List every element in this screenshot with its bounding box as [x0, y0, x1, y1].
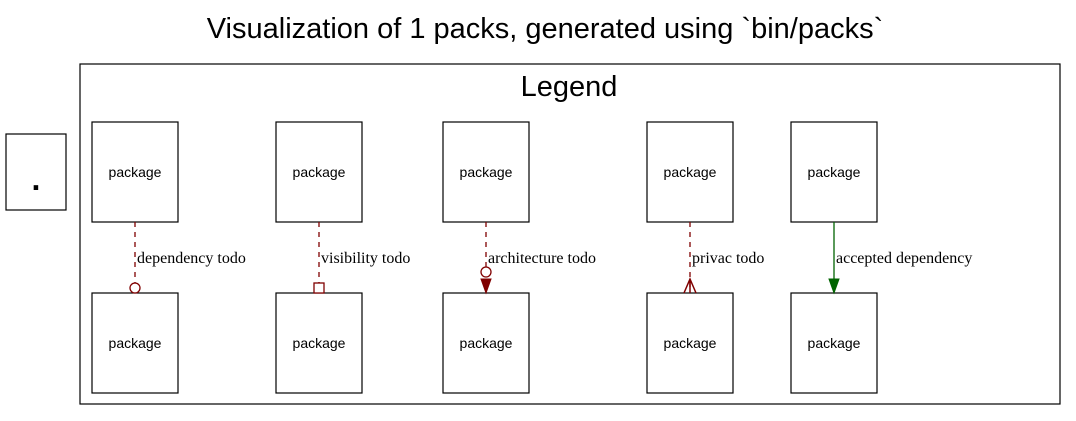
legend-item-3: package package architecture todo: [442, 121, 596, 394]
odot-arrowhead-icon: [480, 266, 492, 278]
package-label: package: [109, 164, 162, 180]
triangle-arrowhead-icon: [828, 278, 840, 295]
edge-label-2: visibility todo: [321, 250, 410, 267]
package-label: package: [460, 164, 513, 180]
package-node-top-3: [442, 121, 530, 223]
package-label: package: [664, 335, 717, 351]
package-label: package: [808, 335, 861, 351]
package-node-top-5: [790, 121, 878, 223]
legend-item-1: package package dependency todo: [91, 121, 246, 394]
edge-label-4: privac todo: [692, 250, 764, 267]
package-node-bottom-3: [442, 292, 530, 394]
edge-label-1: dependency todo: [137, 250, 246, 267]
package-node-top-2: [275, 121, 363, 223]
package-label: package: [293, 335, 346, 351]
obox-arrowhead-icon: [313, 282, 325, 294]
legend-border: [79, 63, 1061, 405]
odot-arrowhead-icon: [129, 282, 141, 294]
package-label: package: [808, 164, 861, 180]
legend-title: Legend: [521, 71, 618, 103]
package-label: package: [293, 164, 346, 180]
legend-item-4: package package privac todo: [646, 121, 764, 394]
legend-item-5: package package accepted dependency: [790, 121, 972, 394]
package-node-bottom-5: [790, 292, 878, 394]
root-pack-label: .: [32, 161, 41, 197]
root-pack-node: .: [5, 133, 67, 211]
package-label: package: [460, 335, 513, 351]
package-label: package: [664, 164, 717, 180]
edge-label-3: architecture todo: [488, 250, 596, 267]
diagram-title: Visualization of 1 packs, generated usin…: [207, 13, 884, 45]
triangle-arrowhead-icon: [480, 278, 492, 295]
package-node-top-1: [91, 121, 179, 223]
legend-item-2: package package visibility todo: [275, 121, 410, 394]
package-node-bottom-2: [275, 292, 363, 394]
crow-arrowhead-icon: [683, 277, 697, 294]
package-node-top-4: [646, 121, 734, 223]
root-pack-box: [5, 133, 67, 211]
package-label: package: [109, 335, 162, 351]
edge-label-5: accepted dependency: [836, 250, 972, 267]
